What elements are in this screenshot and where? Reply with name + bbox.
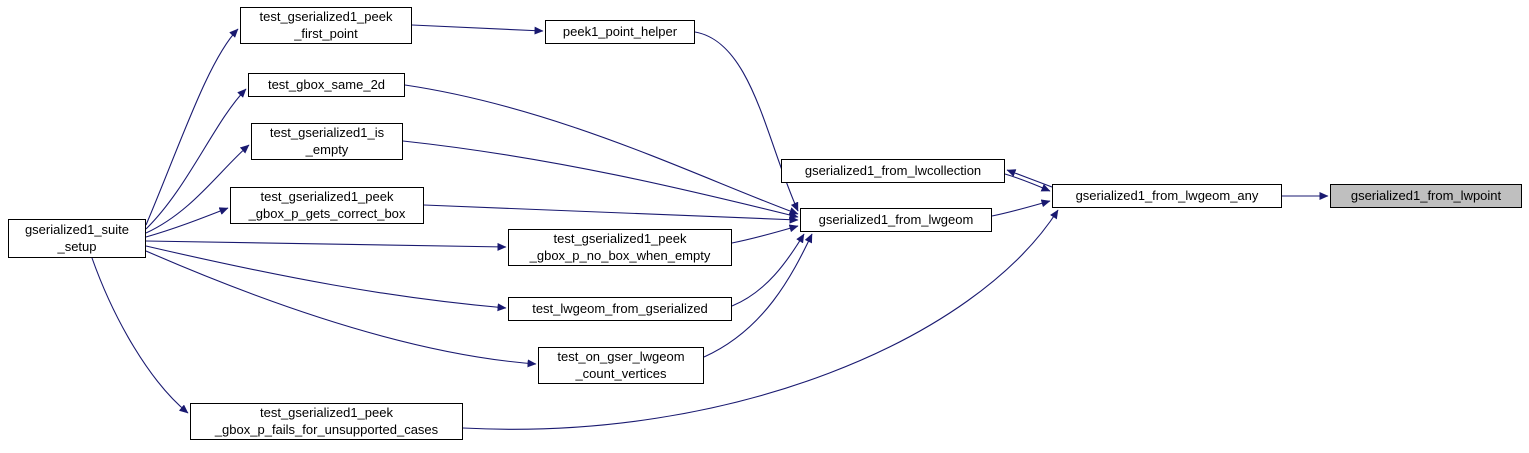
edge-lwgeom-from-gserialized-to-from-lwgeom: [731, 233, 805, 307]
node-peek1-point-helper[interactable]: peek1_point_helper: [545, 20, 695, 44]
edge-gets-correct-box-to-from-lwgeom: [423, 204, 799, 224]
node-test-gserialized1-peek-first-point[interactable]: test_gserialized1_peek _first_point: [240, 7, 412, 44]
edge-peek1-point-helper-to-from-lwgeom: [694, 31, 799, 212]
node-test-lwgeom-from-gserialized[interactable]: test_lwgeom_from_gserialized: [508, 297, 732, 321]
node-gserialized1-suite-setup[interactable]: gserialized1_suite _setup: [8, 219, 146, 258]
edge-from-lwgeom-any-to-from-lwcollection: [1006, 169, 1053, 188]
node-test-gserialized1-peek-gbox-p-fails-for-unsupported-cases[interactable]: test_gserialized1_peek _gbox_p_fails_for…: [190, 403, 463, 440]
node-test-on-gser-lwgeom-count-vertices[interactable]: test_on_gser_lwgeom _count_vertices: [538, 347, 704, 384]
node-test-gbox-same-2d[interactable]: test_gbox_same_2d: [248, 73, 405, 97]
edge-suite-setup-to-gets-correct-box: [145, 207, 229, 238]
node-gserialized1-from-lwcollection[interactable]: gserialized1_from_lwcollection: [781, 159, 1005, 183]
node-gserialized1-from-lwgeom[interactable]: gserialized1_from_lwgeom: [800, 208, 992, 232]
edge-from-lwgeom-to-from-lwgeom-any: [991, 199, 1051, 217]
node-test-gserialized1-peek-gbox-p-gets-correct-box[interactable]: test_gserialized1_peek _gbox_p_gets_corr…: [230, 187, 424, 224]
node-gserialized1-from-lwgeom-any[interactable]: gserialized1_from_lwgeom_any: [1052, 184, 1282, 208]
node-gserialized1-from-lwpoint: gserialized1_from_lwpoint: [1330, 184, 1522, 208]
edge-gbox-same-2d-to-from-lwgeom: [404, 84, 799, 215]
edge-suite-setup-to-no-box-when-empty: [145, 240, 507, 251]
edge-peek-first-point-to-peek1-point-helper: [411, 24, 544, 35]
edge-suite-setup-to-count-vertices: [145, 250, 537, 368]
edge-from-lwcollection-to-from-lwgeom-any: [1004, 173, 1051, 192]
node-test-gserialized1-peek-gbox-p-no-box-when-empty[interactable]: test_gserialized1_peek _gbox_p_no_box_wh…: [508, 229, 732, 266]
edge-suite-setup-to-lwgeom-from-gserialized: [145, 245, 507, 312]
edge-is-empty-to-from-lwgeom: [402, 140, 799, 219]
edge-no-box-when-empty-to-from-lwgeom: [731, 224, 799, 244]
edge-suite-setup-to-fails-unsupported: [91, 257, 189, 414]
edge-suite-setup-to-peek-first-point: [145, 28, 239, 226]
node-test-gserialized1-is-empty[interactable]: test_gserialized1_is _empty: [251, 123, 403, 160]
